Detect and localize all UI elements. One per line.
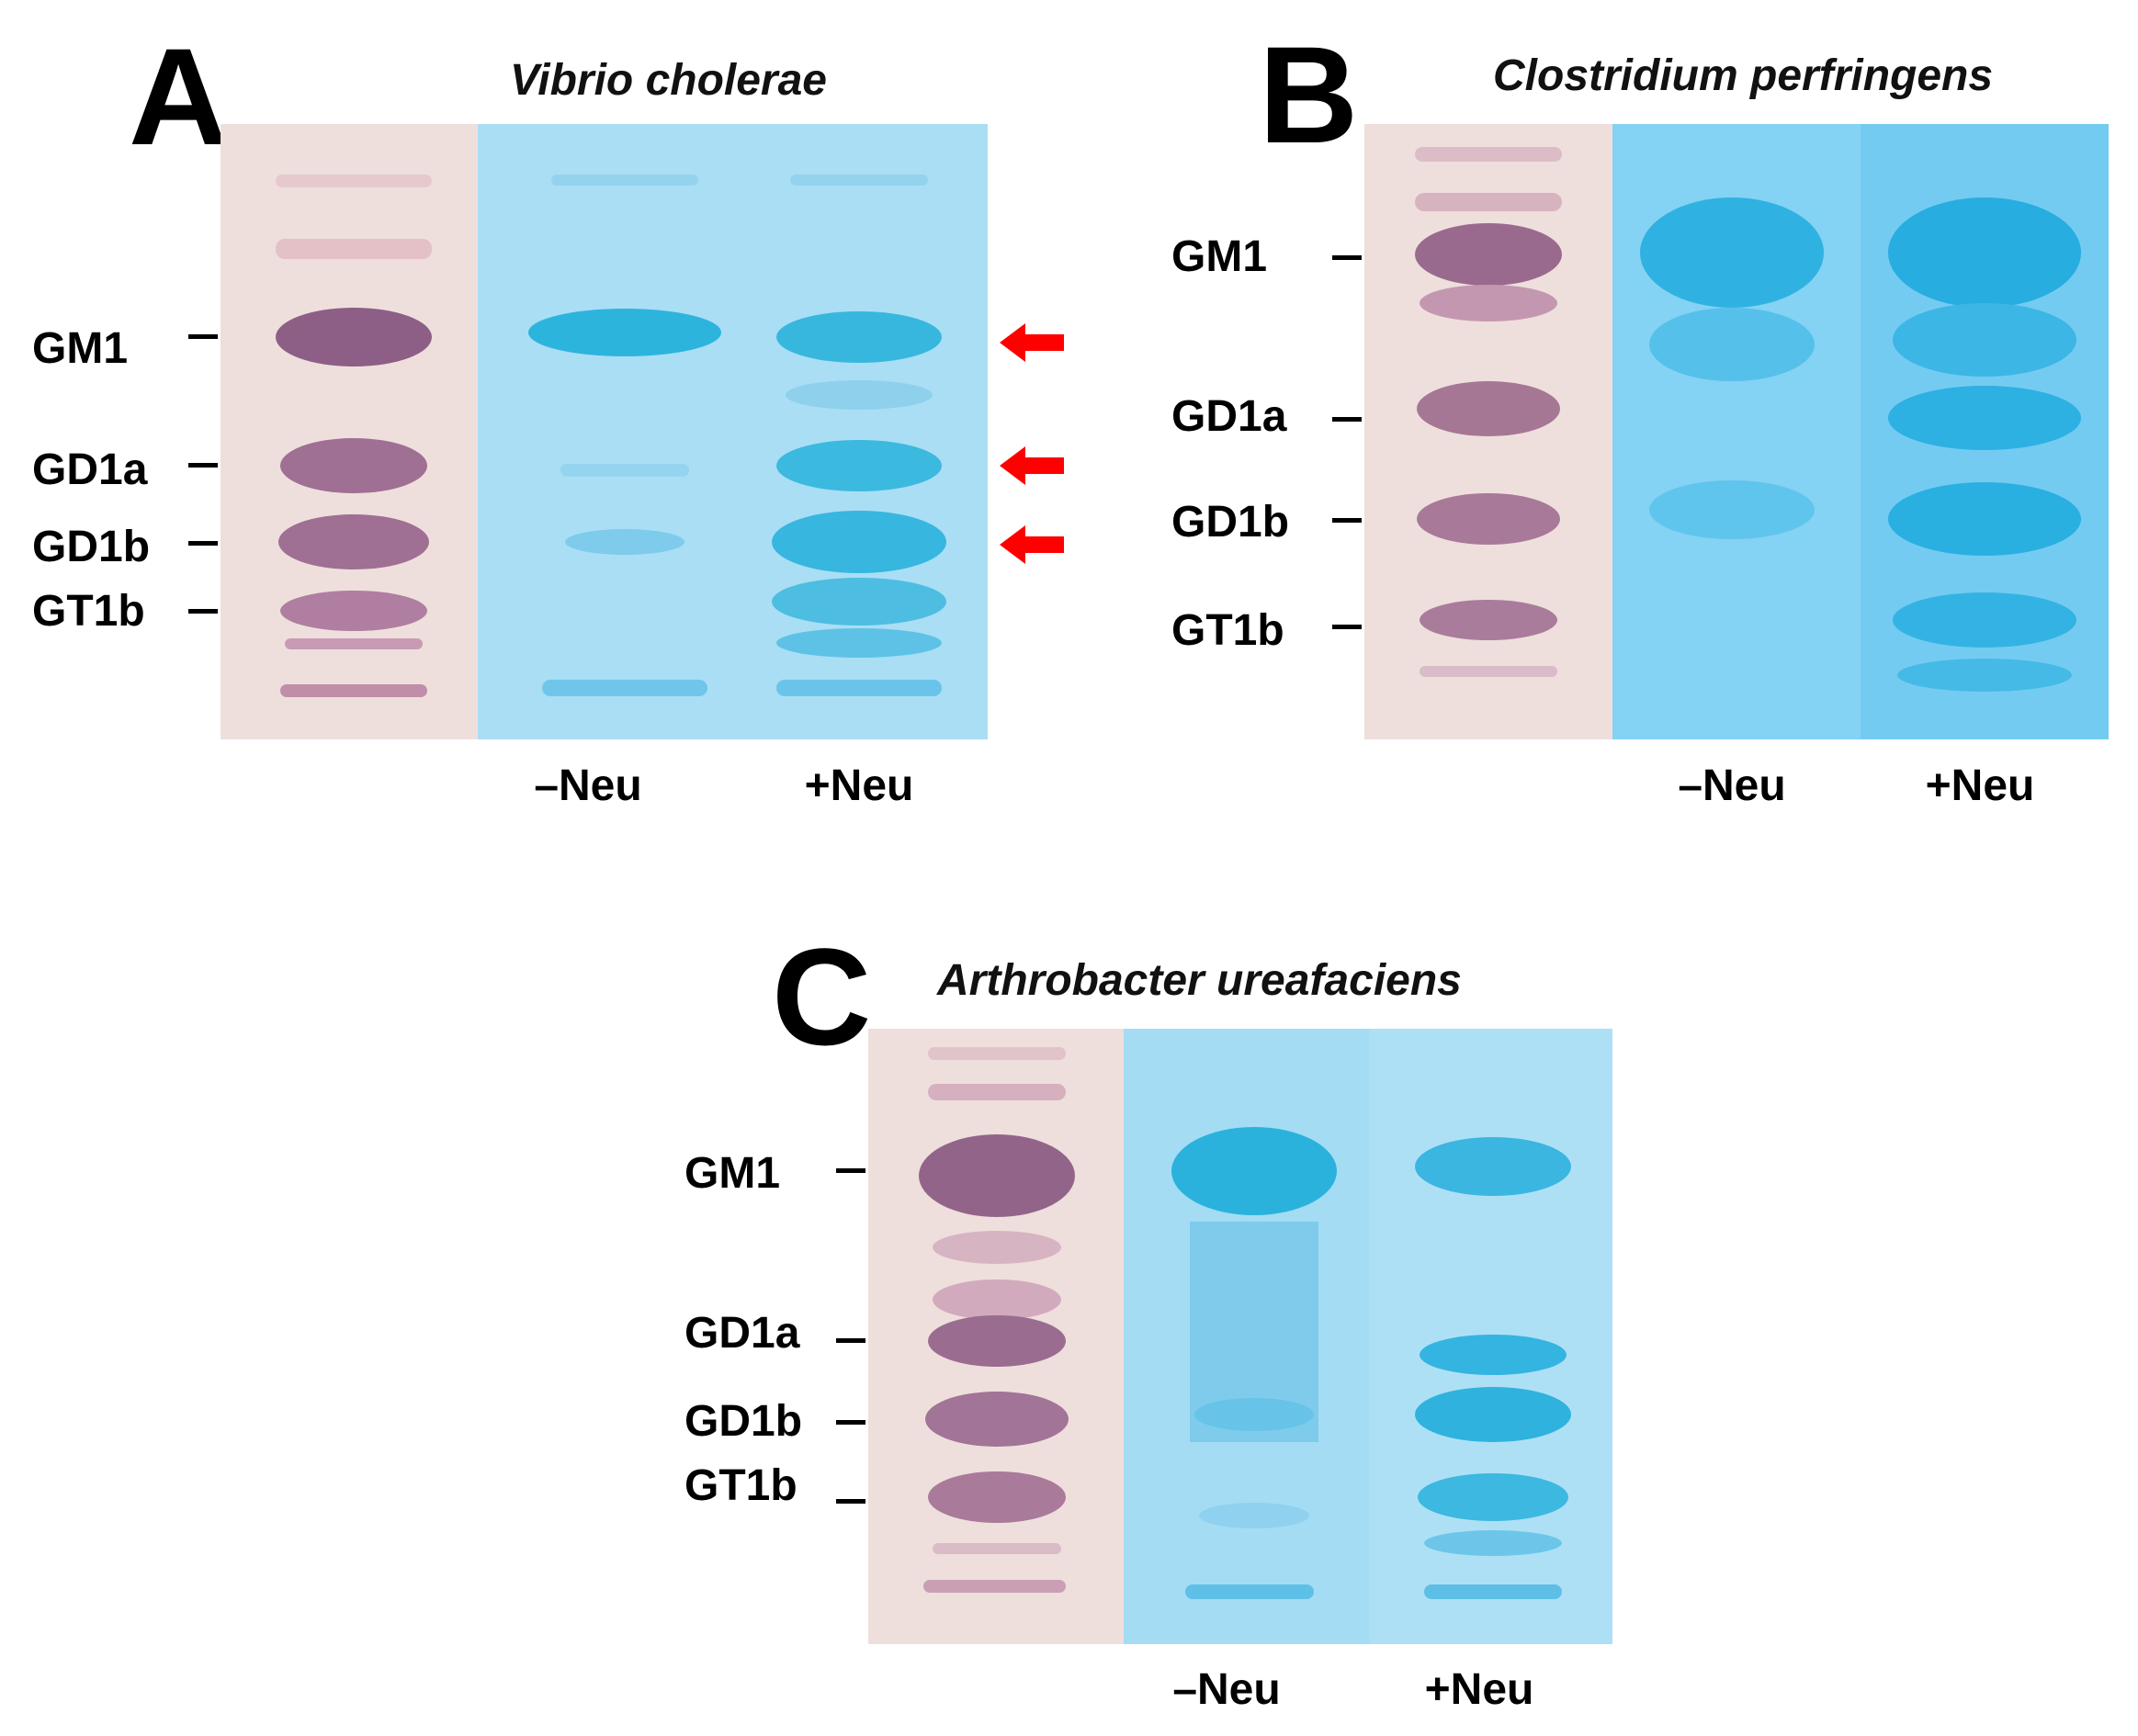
tick-gd1b [1332, 518, 1362, 523]
tick-gt1b [836, 1499, 865, 1504]
band-label-gd1b: GD1b [32, 523, 151, 571]
panel-letter-b: B [1259, 17, 1359, 172]
tick-gt1b [188, 609, 218, 614]
lane-label-plus-neu-a: +Neu [804, 761, 914, 810]
band-label-gt1b: GT1b [684, 1461, 798, 1510]
band-label-gm1: GM1 [1171, 232, 1268, 281]
lane-label-plus-neu-c: +Neu [1424, 1665, 1534, 1714]
tick-gd1a [836, 1338, 865, 1343]
organism-title-c: Arthrobacter ureafaciens [937, 956, 1462, 1005]
band-label-gm1: GM1 [684, 1149, 781, 1198]
gel-image-a [221, 124, 988, 739]
band-label-gd1a: GD1a [684, 1309, 800, 1358]
tick-gt1b [1332, 625, 1362, 629]
arrow-left-icon [1000, 323, 1064, 362]
band-label-gd1b: GD1b [684, 1397, 803, 1446]
lane-label-minus-neu-a: –Neu [534, 761, 642, 810]
band-label-gd1a: GD1a [32, 445, 148, 494]
tick-gm1 [836, 1168, 865, 1173]
gel-image-b [1364, 124, 2109, 739]
band-label-gd1a: GD1a [1171, 392, 1287, 441]
band-label-gt1b: GT1b [1171, 606, 1284, 655]
lane-label-minus-neu-b: –Neu [1678, 761, 1786, 810]
band-label-gm1: GM1 [32, 324, 129, 373]
band-label-gt1b: GT1b [32, 587, 145, 636]
organism-title-b: Clostridium perfringens [1493, 51, 1994, 100]
lane-label-minus-neu-c: –Neu [1172, 1665, 1281, 1714]
panel-letter-a: A [129, 19, 229, 174]
band-label-gd1b: GD1b [1171, 498, 1290, 547]
gel-image-c [868, 1029, 1612, 1644]
tick-gm1 [1332, 255, 1362, 260]
panel-letter-c: C [772, 919, 872, 1074]
tick-gd1b [836, 1420, 865, 1425]
tick-gm1 [188, 334, 218, 339]
lane-label-plus-neu-b: +Neu [1925, 761, 2035, 810]
tick-gd1a [1332, 417, 1362, 422]
arrow-left-icon [1000, 525, 1064, 564]
tick-gd1a [188, 463, 218, 468]
arrow-left-icon [1000, 446, 1064, 485]
tick-gd1b [188, 541, 218, 546]
organism-title-a: Vibrio cholerae [510, 56, 827, 105]
